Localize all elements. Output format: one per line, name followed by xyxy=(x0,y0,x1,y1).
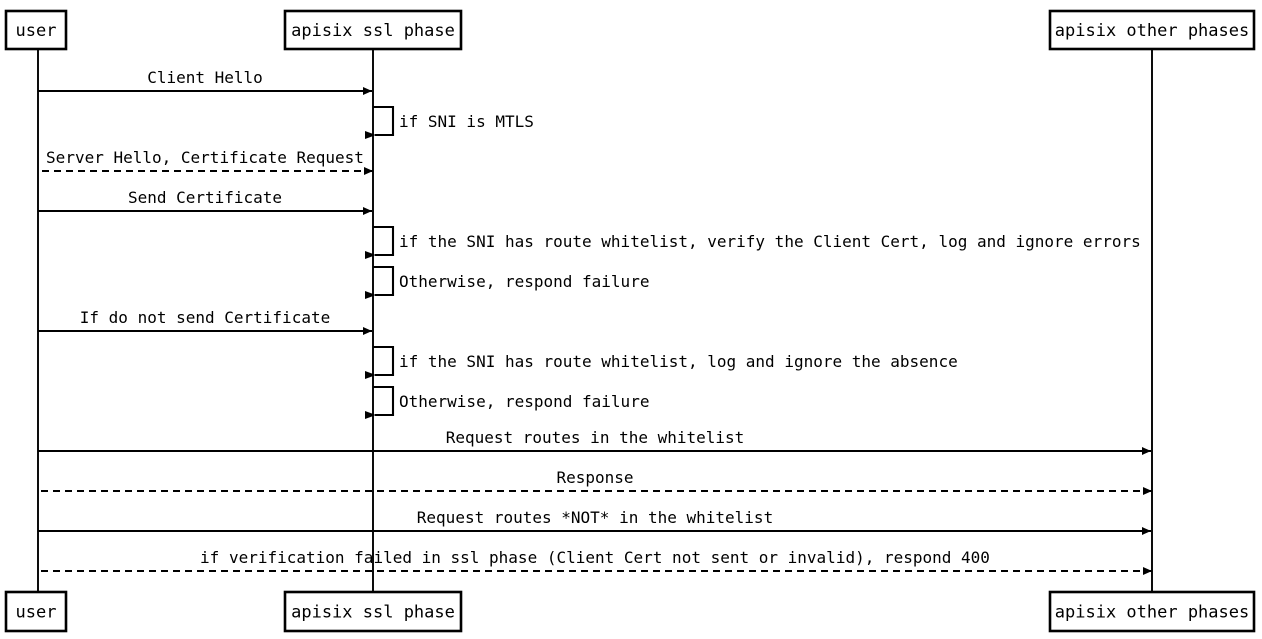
lifelines-group xyxy=(37,49,1153,592)
message-label: Server Hello, Certificate Request xyxy=(46,148,364,167)
participants-group: user apisix ssl phase apisix other phases u… xyxy=(4,9,1256,633)
message-m6: Otherwise, respond failure xyxy=(365,265,649,299)
message-label: if the SNI has route whitelist, verify t… xyxy=(399,232,1141,251)
participant-box-user-bottom[interactable] xyxy=(4,590,68,633)
self-message-line xyxy=(365,105,395,139)
self-message-line xyxy=(365,345,395,379)
message-m7: If do not send Certificate xyxy=(38,308,372,335)
message-label: Client Hello xyxy=(147,68,263,87)
self-message-line xyxy=(365,225,395,259)
message-label: Send Certificate xyxy=(128,188,282,207)
message-label: Otherwise, respond failure xyxy=(399,392,649,411)
message-m5: if the SNI has route whitelist, verify t… xyxy=(365,225,1141,259)
message-m13: if verification failed in ssl phase (Cli… xyxy=(39,548,1152,575)
participant-label-ssl-bottom: apisix ssl phase xyxy=(291,603,455,623)
message-m12: Request routes *NOT* in the whitelist xyxy=(38,508,1151,535)
message-label: If do not send Certificate xyxy=(80,308,330,327)
participant-label-other-top: apisix other phases xyxy=(1055,21,1249,41)
participant-label-user-top: user xyxy=(16,21,57,41)
participant-box-ssl-bottom[interactable] xyxy=(283,590,463,633)
message-m2: if SNI is MTLS xyxy=(365,105,534,139)
message-label: Request routes in the whitelist xyxy=(446,428,745,447)
message-label: if verification failed in ssl phase (Cli… xyxy=(200,548,990,567)
participant-label-user-bottom: user xyxy=(16,603,57,623)
message-m9: Otherwise, respond failure xyxy=(365,385,649,419)
participant-box-user-top[interactable] xyxy=(4,9,68,51)
participant-label-ssl-top: apisix ssl phase xyxy=(291,21,455,41)
participant-box-other-bottom[interactable] xyxy=(1048,590,1256,633)
message-m4: Send Certificate xyxy=(38,188,372,215)
message-m11: Response xyxy=(39,468,1152,495)
message-label: if SNI is MTLS xyxy=(399,112,534,131)
message-label: Response xyxy=(556,468,633,487)
self-message-line xyxy=(365,385,395,419)
message-m10: Request routes in the whitelist xyxy=(38,428,1151,455)
message-m3: Server Hello, Certificate Request xyxy=(39,148,373,175)
message-label: Otherwise, respond failure xyxy=(399,272,649,291)
message-label: if the SNI has route whitelist, log and … xyxy=(399,352,958,371)
message-label: Request routes *NOT* in the whitelist xyxy=(417,508,773,527)
message-m1: Client Hello xyxy=(38,68,372,95)
participant-box-ssl-top[interactable] xyxy=(283,9,463,51)
self-message-line xyxy=(365,265,395,299)
participant-label-other-bottom: apisix other phases xyxy=(1055,603,1249,623)
messages-group: Client Hello if SNI is MTLS Server Hello, … xyxy=(38,68,1152,575)
message-m8: if the SNI has route whitelist, log and … xyxy=(365,345,958,379)
participant-box-other-top[interactable] xyxy=(1048,9,1256,51)
